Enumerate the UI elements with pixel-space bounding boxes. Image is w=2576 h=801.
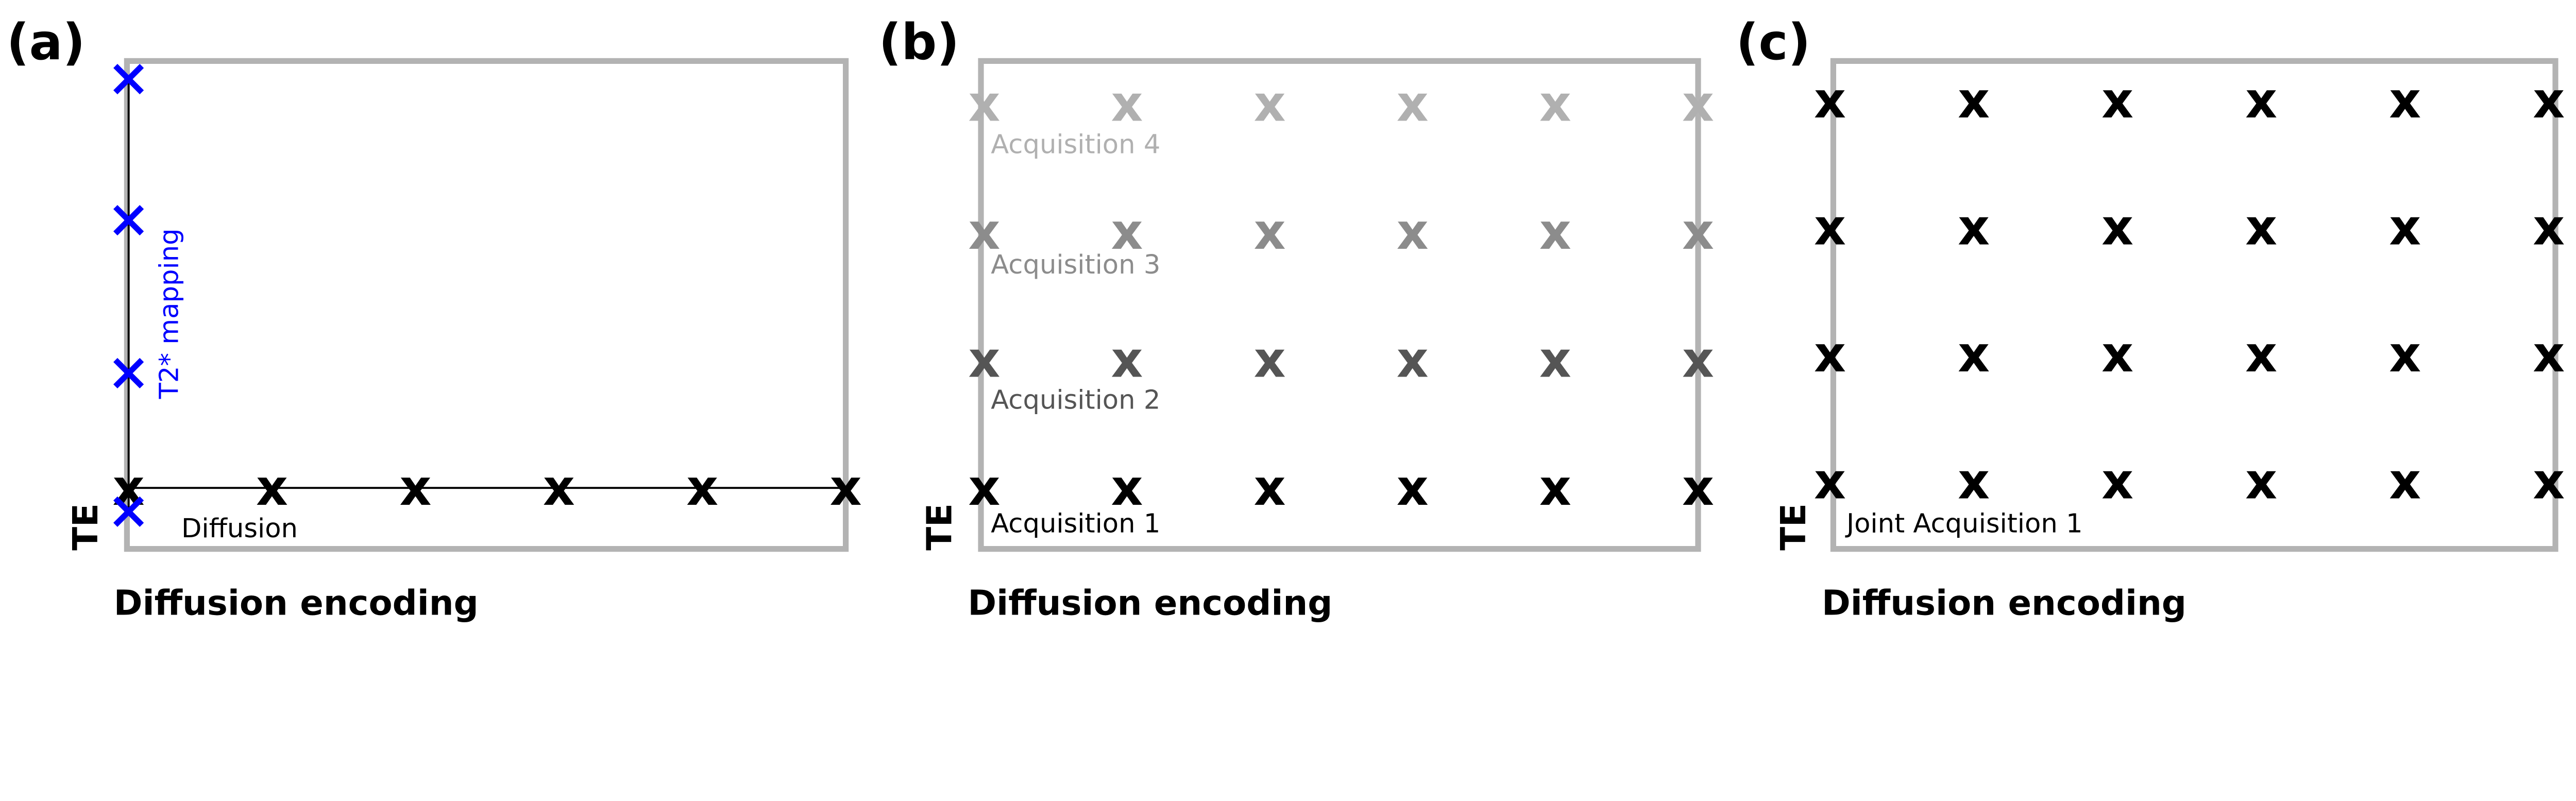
joint-acquisition-1-marker: x xyxy=(1958,326,1990,383)
t2-mapping-marker xyxy=(113,204,144,236)
acquisition-4-marker: x xyxy=(1254,75,1286,132)
acquisition-1-marker: x xyxy=(1397,459,1429,517)
acquisition-2-marker: x xyxy=(968,331,1000,389)
joint-acquisition-1-marker: x xyxy=(2533,326,2565,383)
joint-acquisition-1-marker: x xyxy=(2245,199,2277,257)
t2-mapping-marker xyxy=(113,357,144,389)
acquisition-3-marker: x xyxy=(1254,203,1286,261)
panel-c-xlabel: Diffusion encoding xyxy=(1822,583,2187,623)
acquisition-1-marker: x xyxy=(1682,459,1714,517)
panel-c-frame xyxy=(1830,58,2558,552)
panel-b-title: (b) xyxy=(879,13,959,71)
joint-acquisition-1-marker: x xyxy=(1814,326,1846,383)
joint-acquisition-1-marker: x xyxy=(1814,452,1846,510)
acquisition-3-marker: x xyxy=(1397,203,1429,261)
acquisition-1-marker: x xyxy=(1254,459,1286,517)
joint-acquisition-1-marker: x xyxy=(2533,452,2565,510)
acquisition-2-label: Acquisition 2 xyxy=(991,385,1160,416)
joint-acquisition-1-marker: x xyxy=(1958,199,1990,257)
panel-c-ylabel: TE xyxy=(1773,503,1814,551)
acquisition-4-marker: x xyxy=(1682,75,1714,132)
joint-acquisition-1-marker: x xyxy=(1814,72,1846,129)
acquisition-3-marker: x xyxy=(1539,203,1571,261)
panel-b-marks: x x x x x x x x x x x x x x x x x x x x x x x x xyxy=(968,75,1714,517)
t2star-mapping-label: T2* mapping xyxy=(154,228,185,399)
joint-acquisition-1-marker: x xyxy=(1958,72,1990,129)
joint-acquisition-1-marker: x xyxy=(2389,326,2421,383)
joint-acquisition-1-marker: x xyxy=(2389,72,2421,129)
diffusion-marker: x xyxy=(256,459,288,517)
joint-acquisition-1-marker: x xyxy=(2533,199,2565,257)
panel-a-xlabel: Diffusion encoding xyxy=(114,583,479,623)
diffusion-marker: x xyxy=(830,459,862,517)
joint-acquisition-1-marker: x xyxy=(2102,199,2133,257)
acquisition-3-label: Acquisition 3 xyxy=(991,249,1160,280)
joint-acquisition-1-label: Joint Acquisition 1 xyxy=(1845,508,2083,539)
panel-c-title: (c) xyxy=(1736,13,1811,71)
joint-acquisition-1-marker: x xyxy=(2102,326,2133,383)
acquisition-3-marker: x xyxy=(1682,203,1714,261)
panel-b-ylabel: TE xyxy=(919,503,959,551)
acquisition-1-marker: x xyxy=(968,459,1000,517)
acquisition-4-label: Acquisition 4 xyxy=(991,129,1160,160)
panel-a-title: (a) xyxy=(7,13,86,71)
joint-acquisition-1-marker: x xyxy=(2245,326,2277,383)
acquisition-3-marker: x xyxy=(1111,203,1143,261)
acquisition-2-marker: x xyxy=(1254,331,1286,389)
diffusion-label: Diffusion xyxy=(181,513,298,544)
joint-acquisition-1-marker: x xyxy=(2533,72,2565,129)
panel-c-marks: x x x x x x x x x x x x x x x x x x x x x x x x xyxy=(1814,72,2565,510)
acquisition-4-marker: x xyxy=(1397,75,1429,132)
panel-b-frame xyxy=(978,58,1701,552)
acquisition-2-marker: x xyxy=(1539,331,1571,389)
joint-acquisition-1-marker: x xyxy=(1958,452,1990,510)
acquisition-1-marker: x xyxy=(1111,459,1143,517)
t2-mapping-marker xyxy=(113,64,144,95)
diffusion-marker: x xyxy=(686,459,718,517)
acquisition-1-marker: x xyxy=(1539,459,1571,517)
panel-a-frame xyxy=(124,58,849,552)
panel-c: (c) x x x x x x x x x x x x x x x x x x x x x x x x Joint Acqui… xyxy=(1736,13,2565,623)
diffusion-marker: x xyxy=(399,459,431,517)
acquisition-2-marker: x xyxy=(1397,331,1429,389)
joint-acquisition-1-marker: x xyxy=(2102,452,2133,510)
acquisition-4-marker: x xyxy=(1539,75,1571,132)
t2-mapping-marker xyxy=(113,496,144,527)
joint-acquisition-1-marker: x xyxy=(2245,452,2277,510)
joint-acquisition-1-marker: x xyxy=(2389,452,2421,510)
panel-a-ylabel: TE xyxy=(65,503,106,551)
acquisition-2-marker: x xyxy=(1682,331,1714,389)
panel-b: (b) x x x x x x x x x x x x x x x x x x x x x x x x Acquisition… xyxy=(879,13,1714,623)
joint-acquisition-1-marker: x xyxy=(2245,72,2277,129)
acquisition-1-label: Acquisition 1 xyxy=(991,508,1160,539)
acquisition-2-marker: x xyxy=(1111,331,1143,389)
acquisition-4-marker: x xyxy=(968,75,1000,132)
panel-b-xlabel: Diffusion encoding xyxy=(968,583,1332,623)
figure: (a) x x x x x x Diffusion T2* mapping TE Diff… xyxy=(7,13,2565,623)
acquisition-3-marker: x xyxy=(968,203,1000,261)
diffusion-marker: x xyxy=(543,459,575,517)
acquisition-4-marker: x xyxy=(1111,75,1143,132)
joint-acquisition-1-marker: x xyxy=(2389,199,2421,257)
joint-acquisition-1-marker: x xyxy=(1814,199,1846,257)
joint-acquisition-1-marker: x xyxy=(2102,72,2133,129)
